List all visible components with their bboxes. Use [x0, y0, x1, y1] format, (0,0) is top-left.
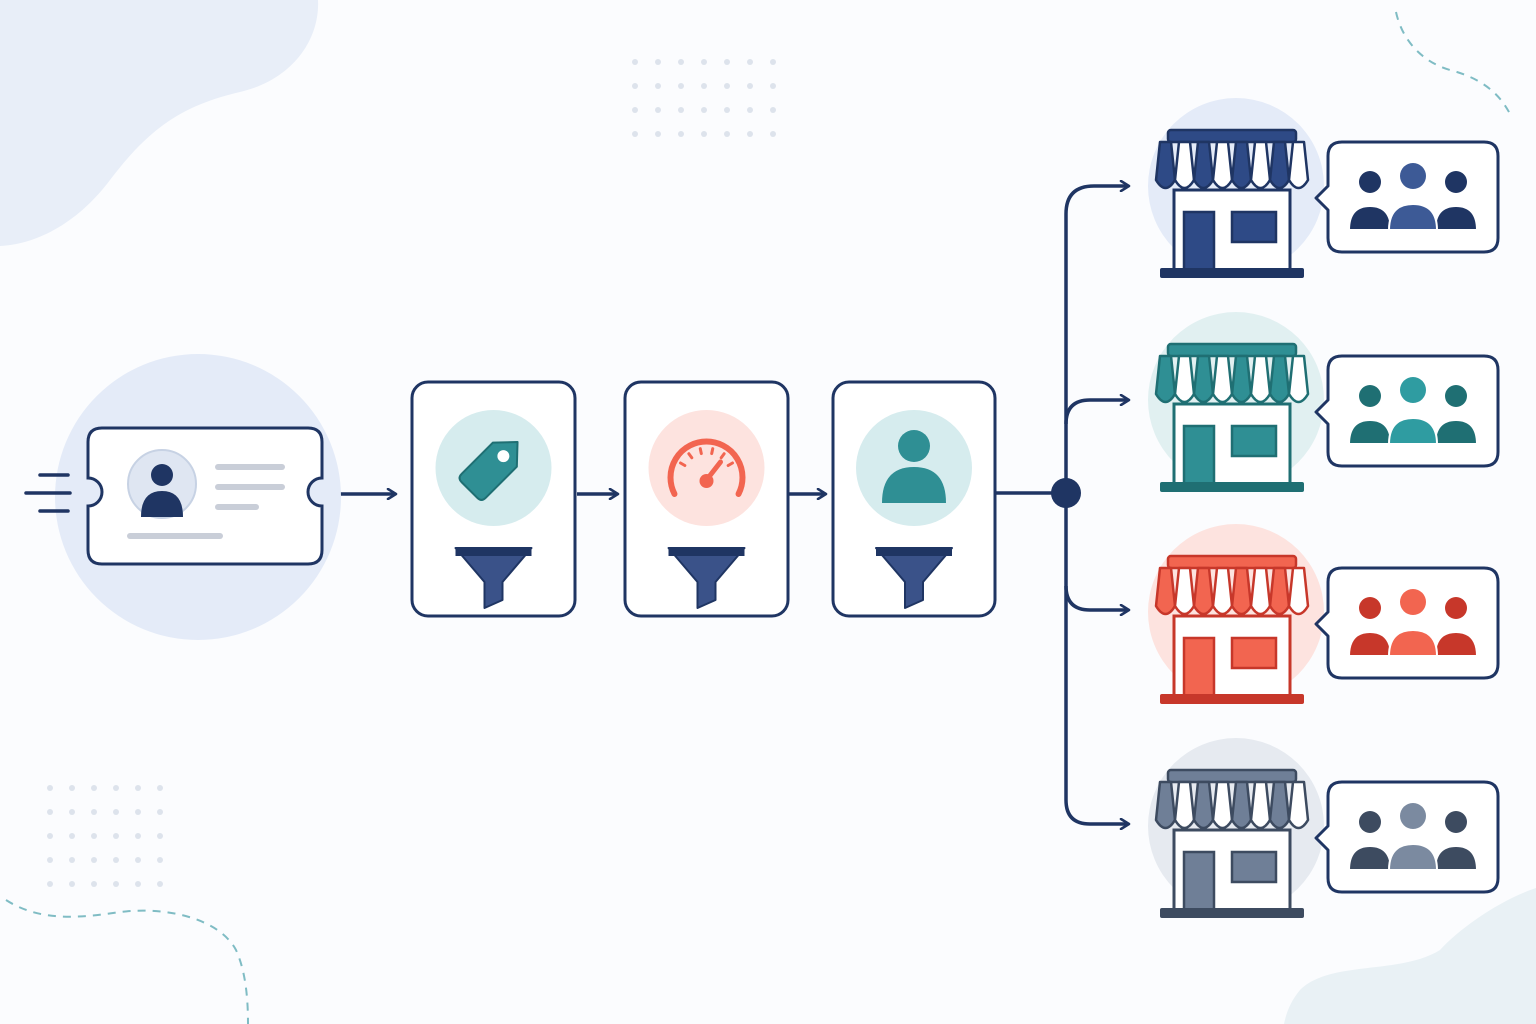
user-ticket-icon [86, 426, 324, 566]
junction-node [1051, 478, 1081, 508]
dashed-curve-bottom-left [5, 899, 249, 1024]
ticket-text-lines [127, 464, 285, 539]
filter-stages [410, 380, 997, 618]
branch-to-store-1 [1064, 186, 1128, 215]
speedometer-icon [648, 410, 765, 526]
destinations [1148, 98, 1500, 918]
filter-card-tag [410, 380, 577, 618]
source-ticket [24, 354, 341, 640]
audience-bubble [1314, 780, 1500, 894]
destination-store-slate [1148, 738, 1500, 918]
storefront-icon [1148, 524, 1324, 704]
user-group-icon [1347, 377, 1479, 445]
storefront-icon [1148, 98, 1324, 278]
dot-grid-top [632, 59, 776, 137]
branch-to-store-4 [1064, 799, 1128, 824]
destination-store-navy [1148, 98, 1500, 278]
user-group-icon [1347, 803, 1479, 871]
funnel-icon [875, 547, 953, 609]
audience-bubble [1314, 566, 1500, 680]
corner-blob-top-left [0, 0, 319, 246]
branch-to-store-2 [1064, 400, 1128, 425]
speed-lines-icon [24, 473, 72, 513]
price-tag-icon [435, 410, 552, 526]
ticket-avatar [127, 449, 197, 519]
user-group-icon [1347, 589, 1479, 657]
funnel-icon [454, 547, 533, 609]
filter-card-user [831, 380, 997, 618]
corner-blob-bottom-right [1284, 888, 1536, 1024]
destination-store-teal [1148, 312, 1500, 492]
user-icon [856, 410, 972, 526]
funnel-icon [667, 547, 746, 609]
dot-grid-bottom [47, 785, 163, 887]
audience-bubble [1314, 354, 1500, 468]
dashed-curve-top-right [1395, 11, 1513, 119]
filter-card-speed [623, 380, 790, 618]
storefront-icon [1148, 312, 1324, 492]
audience-bubble [1314, 140, 1500, 254]
destination-store-coral [1148, 524, 1500, 704]
branch-to-store-3 [1064, 585, 1128, 610]
storefront-icon [1148, 738, 1324, 918]
connectors [336, 186, 1128, 824]
user-group-icon [1347, 163, 1479, 231]
